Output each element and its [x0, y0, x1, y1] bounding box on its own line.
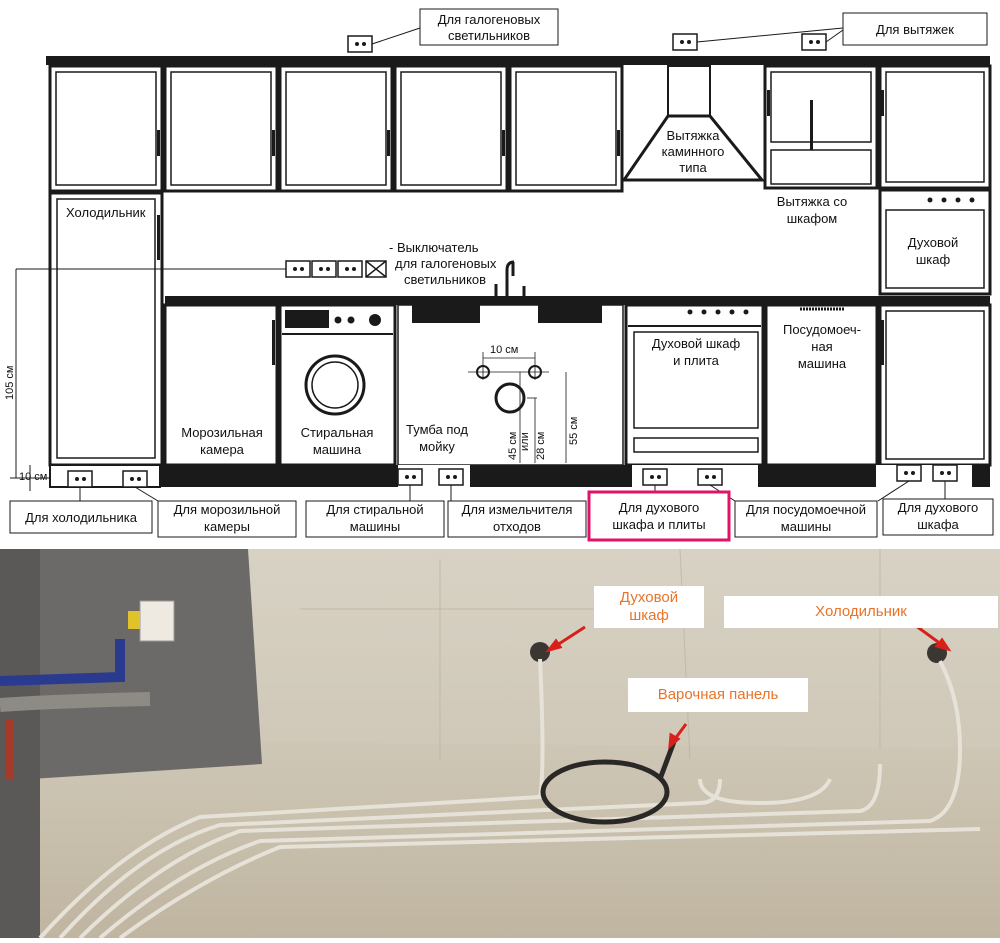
plinth — [160, 465, 990, 487]
halogen-callout-label-1: Для галогеновых — [438, 12, 541, 27]
halogen-callout-box — [419, 8, 559, 46]
bottom-label-boxes — [9, 498, 994, 538]
halogen-callout-label-2: светильников — [448, 28, 530, 43]
freezer-label-1: Морозильная — [181, 425, 263, 440]
photo-label-oven-line-2: шкаф — [629, 607, 669, 624]
dishwasher-label-1: Посудомоеч- — [783, 322, 861, 337]
sink-pipes — [468, 352, 567, 463]
height-10-label: 10 см — [19, 471, 47, 483]
top-sockets — [347, 33, 827, 53]
photo-label-oven-line-1: Духовой — [619, 589, 679, 606]
freezer-socket-label-2: камеры — [204, 519, 250, 534]
dishwasher-socket-label-2: машины — [781, 519, 831, 534]
floor-sockets — [67, 464, 958, 488]
washer-socket-label-1: Для стиральной — [326, 502, 423, 517]
top-callout-lines — [371, 27, 844, 45]
washer-socket-label-2: машины — [350, 519, 400, 534]
hood-cabinet-label-1: Вытяжка со — [777, 194, 847, 209]
pipe-55-label: 55 см — [568, 417, 580, 445]
washer-label-2: машина — [313, 442, 362, 457]
dishwasher-socket-label-1: Для посудомоечной — [746, 502, 866, 517]
disposer-socket-label-2: отходов — [493, 519, 541, 534]
oven-socket-label-1: Для духового — [898, 500, 978, 515]
switch-label-1: - Выключатель — [389, 240, 479, 255]
photo-label-hob: Варочная панель — [628, 678, 808, 712]
kitchen-wiring-diagram: Вытяжка каминного типа Вытяжка со шкафом… — [4, 8, 994, 542]
dishwasher-label-3: машина — [798, 356, 847, 371]
wall-oven-column: Духовой шкаф — [878, 188, 992, 296]
pipe-or-label: или — [519, 432, 531, 451]
sink-bowls — [412, 305, 602, 323]
freezer-socket-label-1: Для морозильной — [174, 502, 281, 517]
height-105-label: 105 см — [4, 366, 16, 400]
sink-label-2: мойку — [419, 439, 455, 454]
fridge-label: Холодильник — [66, 205, 146, 220]
wiring-photo: Духовой шкаф Холодильник Варочная панель — [0, 548, 1000, 940]
sink-label-1: Тумба под — [406, 422, 468, 437]
switch-label-2: для галогеновых — [395, 256, 497, 271]
photo-label-fridge: Холодильник — [724, 596, 998, 628]
wall-oven-label-2: шкаф — [916, 252, 951, 267]
hood-chimney-label-2: каминного — [662, 144, 725, 159]
hood-chimney-label-1: Вытяжка — [667, 128, 721, 143]
oven-stove-label-2: и плита — [673, 353, 720, 368]
oven-stove-highlight-box — [587, 490, 731, 542]
oven-stove-socket-label-1: Для духового — [619, 500, 699, 515]
bottom-callout-lines — [79, 480, 946, 502]
floor-socket-holes — [75, 471, 951, 481]
oven-stove-socket-label-2: шкафа и плиты — [612, 517, 705, 532]
hood-chimney-label-3: типа — [679, 160, 707, 175]
washer-label-1: Стиральная — [301, 425, 374, 440]
pipe-45-label: 45 см — [507, 432, 519, 460]
countertop — [165, 296, 990, 305]
pipe-spacing-label: 10 см — [490, 344, 518, 356]
oven-and-stove — [628, 309, 761, 453]
hoods-callout-label: Для вытяжек — [876, 22, 954, 37]
lower-handles — [272, 320, 884, 365]
oven-stove-label-1: Духовой шкаф — [652, 336, 741, 351]
upper-handles — [157, 90, 884, 156]
switch-sockets — [285, 260, 387, 278]
washing-machine — [282, 310, 393, 416]
upper-cabinets — [48, 64, 992, 193]
hoods-callout-box — [842, 12, 988, 46]
photo-label-hob-text: Варочная панель — [657, 686, 779, 703]
switch-label-3: светильников — [404, 272, 486, 287]
upper-cabinet-rail — [46, 56, 990, 65]
freezer-label-2: камера — [200, 442, 245, 457]
photo-label-fridge-text: Холодильник — [815, 603, 907, 620]
dishwasher-label-2: ная — [811, 339, 832, 354]
hood-cabinet-label-2: шкафом — [787, 211, 838, 226]
photo-label-oven: Духовой шкаф — [594, 586, 704, 628]
faucet — [494, 260, 526, 298]
chimney-hood: Вытяжка каминного типа — [621, 65, 766, 182]
wall-oven-label-1: Духовой — [908, 235, 958, 250]
height-dimension — [10, 269, 50, 491]
pipe-28-label: 28 см — [535, 432, 547, 460]
oven-socket-label-2: шкафа — [917, 517, 959, 532]
fridge-socket-label: Для холодильника — [25, 510, 138, 525]
disposer-socket-label-1: Для измельчителя — [462, 502, 573, 517]
